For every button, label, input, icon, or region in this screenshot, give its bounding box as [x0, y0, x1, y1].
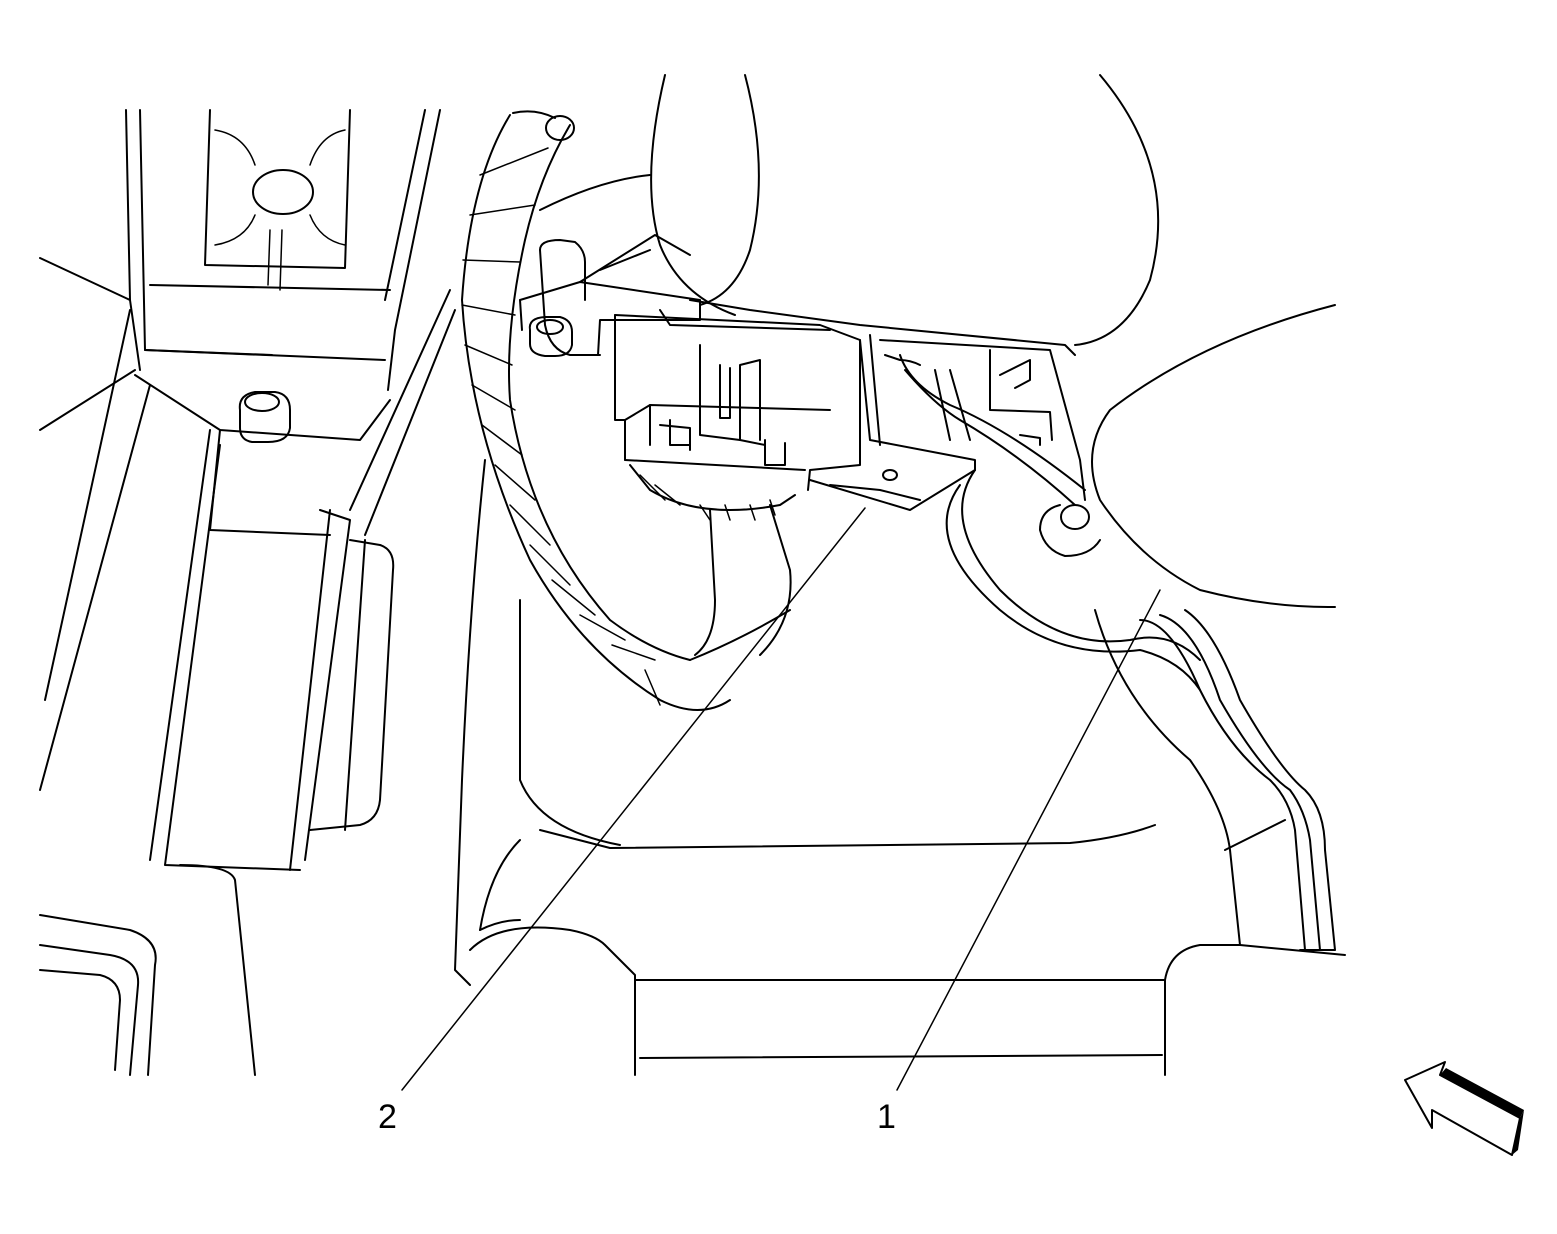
leader-line-2 — [401, 507, 866, 1091]
rounded-covers — [650, 74, 1336, 609]
leader-line-1 — [896, 589, 1161, 1091]
callout-label-1: 1 — [877, 1098, 896, 1136]
left-bracket-assembly — [39, 109, 456, 1076]
leader-lines — [401, 507, 1161, 1091]
floor-panels — [454, 459, 1346, 1076]
callout-label-2: 2 — [378, 1098, 397, 1136]
wiring-harness — [461, 110, 791, 846]
view-direction-arrow-icon — [1404, 1061, 1524, 1156]
connector-bracket — [519, 234, 1201, 691]
